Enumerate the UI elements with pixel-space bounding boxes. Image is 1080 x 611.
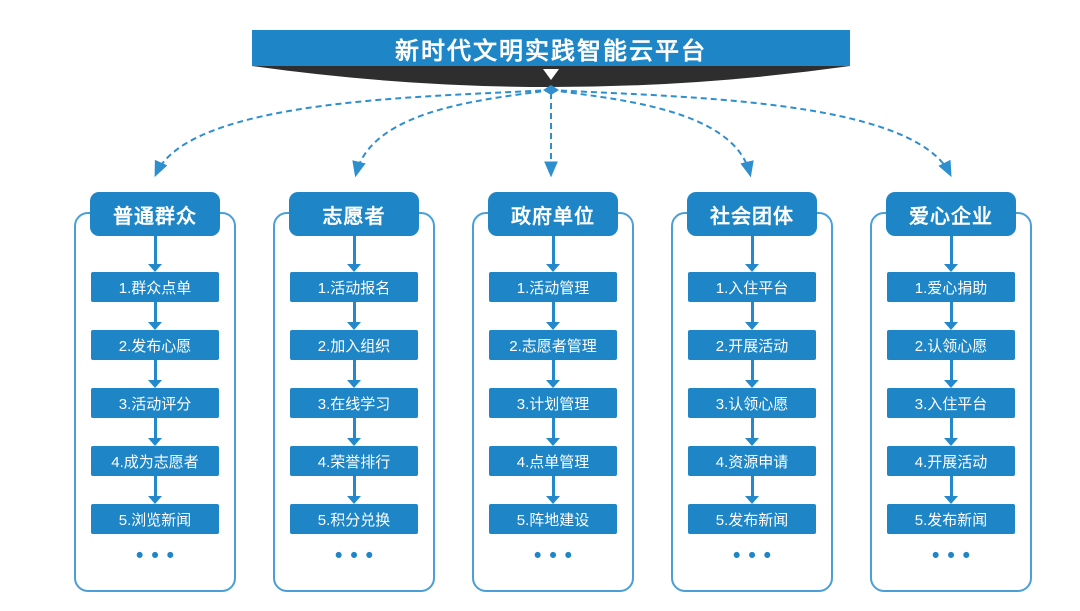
down-arrow-icon [546,418,560,446]
down-arrow-icon [944,236,958,272]
flow-step: 5.发布新闻 [887,504,1015,534]
banner-down-arrow-icon [543,69,559,80]
down-arrow-icon [745,476,759,504]
flow-step: 2.开展活动 [688,330,816,360]
column-caring-enterprises: 爱心企业 1.爱心捐助 2.认领心愿 3.入住平台 4.开展活动 5.发布新闻 … [868,192,1034,592]
down-arrow-icon [745,360,759,388]
down-arrow-icon [745,236,759,272]
column-social-organizations: 社会团体 1.入住平台 2.开展活动 3.认领心愿 4.资源申请 5.发布新闻 … [669,192,835,592]
branch-line-2 [352,89,552,178]
down-arrow-icon [944,360,958,388]
down-arrow-icon [546,236,560,272]
flow-step: 5.浏览新闻 [91,504,219,534]
ellipsis-dots: ••• [533,544,581,567]
ellipsis-dots: ••• [732,544,780,567]
down-arrow-icon [347,236,361,272]
flow-step: 3.入住平台 [887,388,1015,418]
branch-line-5 [550,89,952,178]
flow-step: 5.发布新闻 [688,504,816,534]
down-arrow-icon [148,360,162,388]
flow-step: 5.阵地建设 [489,504,617,534]
flow-step: 2.志愿者管理 [489,330,617,360]
page-title: 新时代文明实践智能云平台 [252,30,850,66]
down-arrow-icon [148,476,162,504]
column-government-units: 政府单位 1.活动管理 2.志愿者管理 3.计划管理 4.点单管理 5.阵地建设… [470,192,636,592]
flow-step: 4.资源申请 [688,446,816,476]
column-header: 政府单位 [488,192,618,236]
flow-step: 4.开展活动 [887,446,1015,476]
columns-row: 普通群众 1.群众点单 2.发布心愿 3.活动评分 4.成为志愿者 5.浏览新闻… [72,192,1034,592]
down-arrow-icon [148,236,162,272]
flow-step: 1.活动管理 [489,272,617,302]
column-ordinary-people: 普通群众 1.群众点单 2.发布心愿 3.活动评分 4.成为志愿者 5.浏览新闻… [72,192,238,592]
branch-line-4 [550,89,754,178]
down-arrow-icon [347,476,361,504]
banner-swoosh-shape [252,66,850,87]
flow-step: 2.加入组织 [290,330,418,360]
flow-step: 4.成为志愿者 [91,446,219,476]
flow-step: 2.发布心愿 [91,330,219,360]
flow-step: 5.积分兑换 [290,504,418,534]
column-volunteers: 志愿者 1.活动报名 2.加入组织 3.在线学习 4.荣誉排行 5.积分兑换 •… [271,192,437,592]
flow-step: 3.在线学习 [290,388,418,418]
flow-step: 3.计划管理 [489,388,617,418]
down-arrow-icon [546,476,560,504]
down-arrow-icon [148,418,162,446]
column-header: 志愿者 [289,192,419,236]
hub-node [543,85,559,95]
down-arrow-icon [745,302,759,330]
down-arrow-icon [944,418,958,446]
down-arrow-icon [546,302,560,330]
column-header: 社会团体 [687,192,817,236]
ellipsis-dots: ••• [931,544,979,567]
column-header: 普通群众 [90,192,220,236]
down-arrow-icon [745,418,759,446]
down-arrow-icon [944,302,958,330]
branch-line-1 [154,89,552,178]
flow-step: 2.认领心愿 [887,330,1015,360]
down-arrow-icon [347,418,361,446]
ellipsis-dots: ••• [334,544,382,567]
column-header: 爱心企业 [886,192,1016,236]
ellipsis-dots: ••• [135,544,183,567]
flow-step: 4.荣誉排行 [290,446,418,476]
flow-step: 3.活动评分 [91,388,219,418]
down-arrow-icon [546,360,560,388]
flow-step: 1.入住平台 [688,272,816,302]
flow-step: 1.活动报名 [290,272,418,302]
flow-step: 1.群众点单 [91,272,219,302]
down-arrow-icon [148,302,162,330]
down-arrow-icon [347,360,361,388]
flow-step: 4.点单管理 [489,446,617,476]
flow-step: 3.认领心愿 [688,388,816,418]
down-arrow-icon [944,476,958,504]
flow-step: 1.爱心捐助 [887,272,1015,302]
down-arrow-icon [347,302,361,330]
